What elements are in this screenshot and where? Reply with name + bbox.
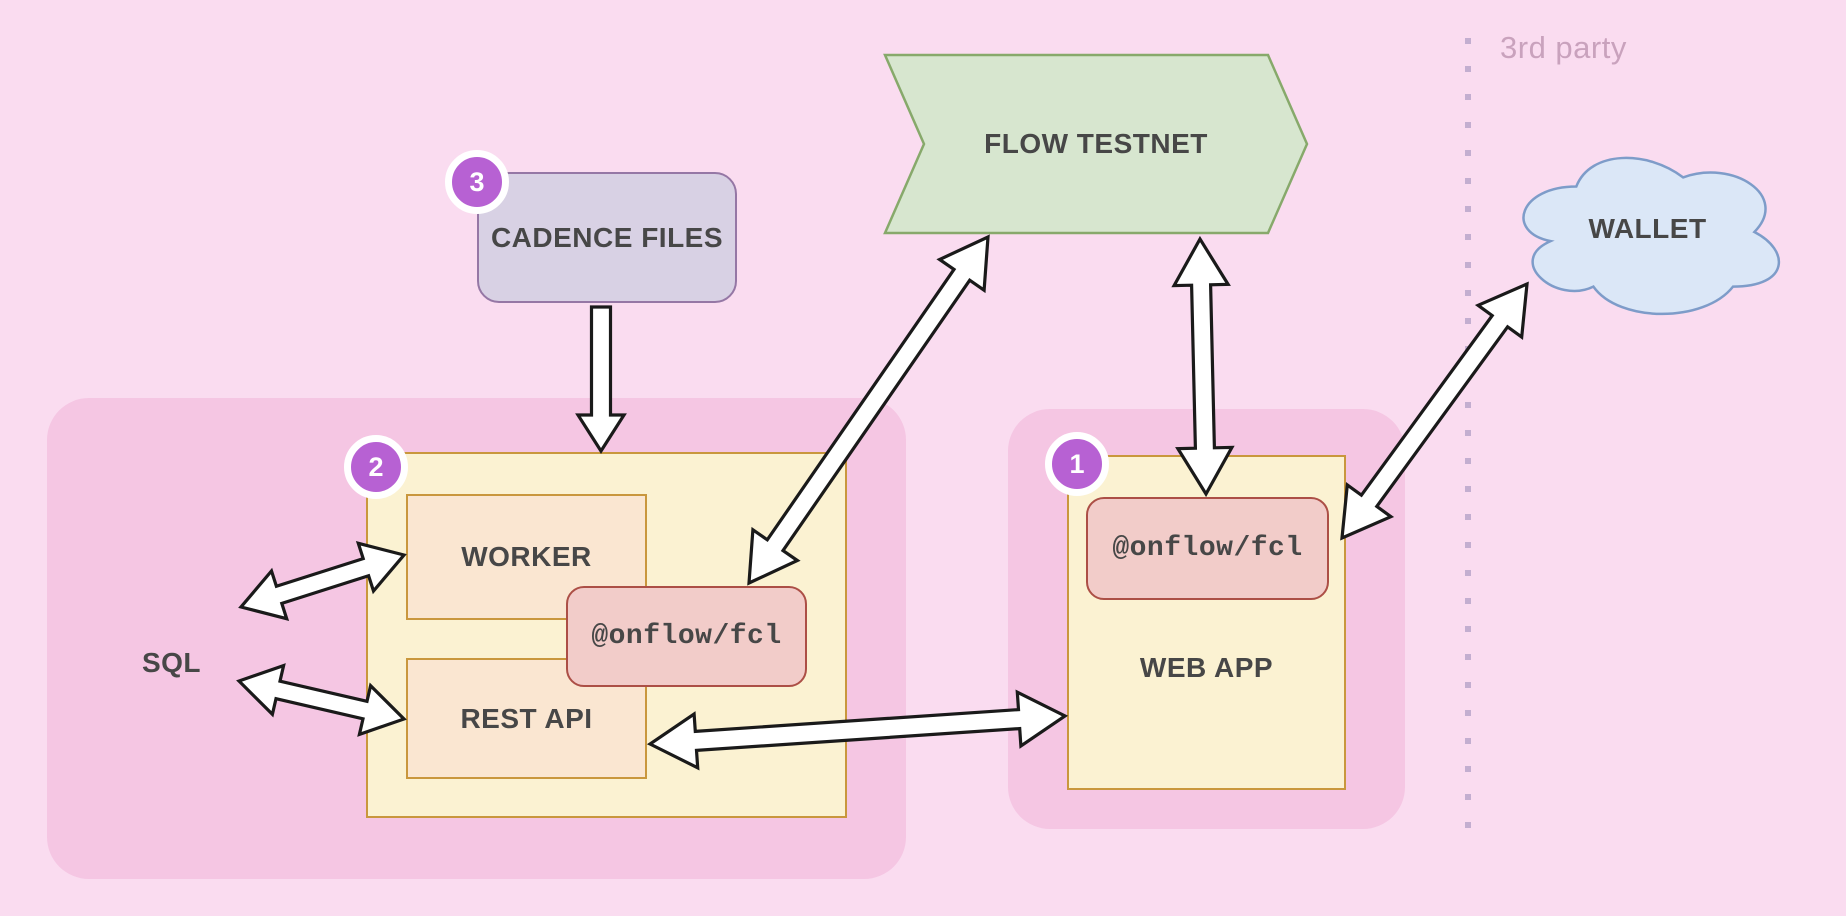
web-app-label: WEB APP xyxy=(1139,652,1274,683)
wallet-cloud-shape xyxy=(1522,156,1781,316)
third-party-label: 3rd party xyxy=(1500,30,1627,65)
sql-label: SQL xyxy=(141,647,202,678)
wallet-label: WALLET xyxy=(1588,213,1707,244)
worker-box xyxy=(406,494,647,620)
webapp-fcl-label: @onflow/fcl xyxy=(1112,533,1303,564)
rest-api-label: REST API xyxy=(460,702,593,734)
badge-3: 3 xyxy=(445,150,509,214)
third-party-divider xyxy=(1465,38,1471,832)
worker-label: WORKER xyxy=(461,541,592,572)
backend-fcl-label: @onflow/fcl xyxy=(591,621,782,652)
badge-2: 2 xyxy=(344,435,408,499)
backend-fcl-box xyxy=(566,586,807,687)
webapp-fcl-box xyxy=(1086,497,1329,600)
flow-testnet-label: FLOW TESTNET xyxy=(984,128,1208,159)
badge-1: 1 xyxy=(1045,432,1109,496)
flow-testnet-shape xyxy=(883,53,1309,235)
cadence-files-label: CADENCE FILES xyxy=(490,221,724,253)
cadence-files-box xyxy=(477,172,737,303)
